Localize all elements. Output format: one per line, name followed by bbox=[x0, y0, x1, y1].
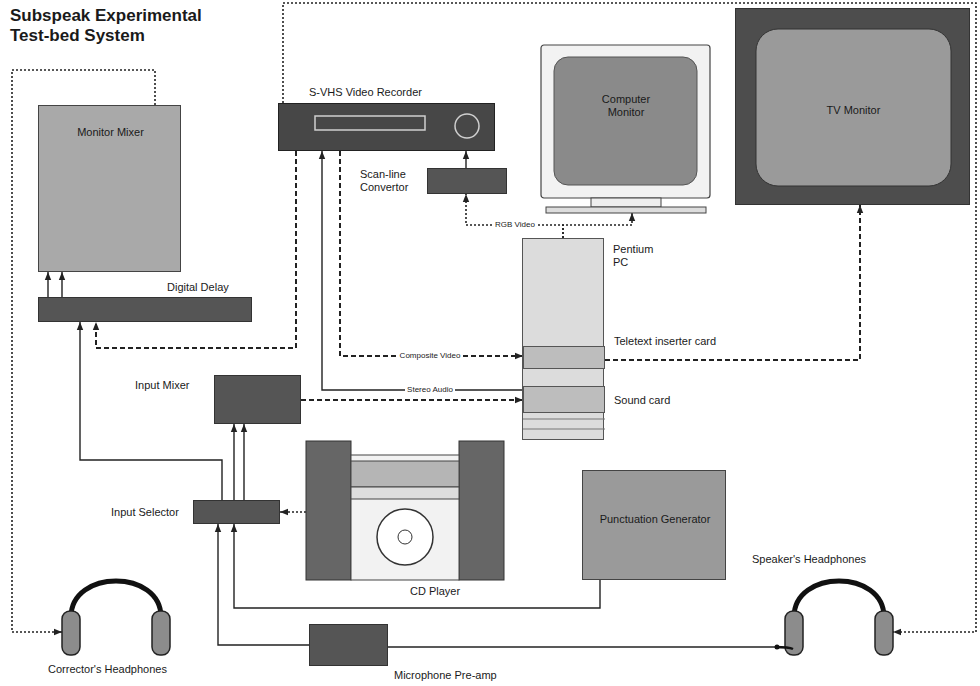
signal-connector bbox=[322, 151, 523, 390]
signal-connector bbox=[233, 424, 234, 500]
speaker-left bbox=[306, 441, 351, 580]
monitor-mixer-box: Monitor Mixer bbox=[38, 105, 181, 272]
signal-connector bbox=[61, 272, 62, 297]
signal-connector bbox=[280, 511, 306, 513]
headband bbox=[794, 581, 884, 617]
part-label: Input Mixer bbox=[135, 379, 220, 392]
tv-monitor: TV Monitor bbox=[735, 8, 970, 205]
part-label: Digital Delay bbox=[167, 281, 379, 294]
converter-box: Scan-line Convertor bbox=[427, 168, 507, 194]
ear-cup bbox=[62, 611, 80, 655]
node-label: Computer Monitor bbox=[586, 93, 666, 119]
signal-connector bbox=[218, 524, 309, 645]
signal-connector bbox=[466, 194, 563, 238]
node-label: Punctuation Generator bbox=[583, 513, 727, 526]
drive-bay-line bbox=[523, 419, 605, 420]
signal-label: Composite Video bbox=[398, 351, 463, 361]
node-label: Monitor Mixer bbox=[39, 126, 182, 139]
control-knob bbox=[455, 114, 479, 138]
part-label: Microphone Pre-amp bbox=[394, 669, 471, 682]
disc-hub bbox=[398, 530, 412, 544]
mic-capsule bbox=[775, 645, 780, 650]
ear-cup bbox=[152, 611, 170, 655]
edge-label-holder: RGB Video bbox=[493, 220, 537, 230]
signal-connector bbox=[243, 424, 244, 500]
monitor-frame bbox=[541, 45, 710, 198]
tuner-panel bbox=[351, 461, 459, 487]
sound-card: Sound card bbox=[523, 386, 605, 413]
signal-connector bbox=[47, 272, 48, 297]
signal-connector bbox=[301, 399, 523, 401]
speaker-headset: Speaker's Headphones bbox=[775, 575, 893, 670]
monitor-neck bbox=[591, 198, 661, 207]
input-mixer: Input Mixer bbox=[214, 375, 301, 424]
signal-connector bbox=[80, 322, 222, 500]
diagram-title: Subspeak Experimental Test-bed System bbox=[10, 6, 235, 46]
tape-panel bbox=[351, 487, 459, 499]
monitor-screen bbox=[554, 57, 697, 185]
cd-player: CD Player bbox=[306, 441, 504, 580]
signal-connector bbox=[465, 151, 466, 168]
edge-label-holder: Composite Video bbox=[398, 351, 463, 361]
part-label: Sound card bbox=[614, 394, 694, 407]
part-label: Speaker's Headphones bbox=[752, 553, 870, 566]
vcr-drawing bbox=[279, 104, 496, 152]
part-label: Teletext inserter card bbox=[614, 335, 694, 348]
computer-monitor: Computer Monitor bbox=[536, 45, 716, 213]
part-label: Pentium PC bbox=[613, 243, 665, 269]
signal-connector bbox=[605, 205, 860, 360]
pc-tower: Pentium PCTeletext inserter cardSound ca… bbox=[522, 238, 604, 440]
edge-label-holder: Stereo Audio bbox=[405, 385, 455, 395]
signal-connector bbox=[563, 213, 632, 238]
corrector-headphones: Corrector's Headphones bbox=[62, 575, 170, 660]
hp-drawing bbox=[62, 575, 170, 660]
part-label: Corrector's Headphones bbox=[48, 663, 156, 676]
headband bbox=[71, 581, 161, 617]
part-label: S-VHS Video Recorder bbox=[309, 86, 524, 99]
punctuation-generator: Punctuation Generator bbox=[582, 470, 726, 580]
part-label: Input Selector bbox=[111, 506, 196, 519]
delay-unit: Digital Delay bbox=[38, 297, 252, 322]
part-label: Scan-line Convertor bbox=[360, 168, 422, 194]
signal-connector bbox=[388, 646, 775, 647]
cd-drawing bbox=[306, 441, 504, 580]
drive-bay-line bbox=[523, 429, 605, 430]
hpmic-drawing bbox=[775, 575, 893, 670]
compact-disc bbox=[377, 509, 433, 565]
speaker-right bbox=[459, 441, 504, 580]
ear-cup bbox=[875, 611, 893, 655]
cmon-drawing bbox=[536, 45, 716, 213]
signal-label: Stereo Audio bbox=[405, 385, 455, 395]
part-label: CD Player bbox=[410, 585, 608, 598]
teletext-card: Teletext inserter card bbox=[523, 346, 605, 369]
signal-label: RGB Video bbox=[493, 220, 537, 230]
video-recorder: S-VHS Video Recorder bbox=[278, 103, 495, 151]
signal-connector bbox=[283, 3, 976, 632]
monitor-base bbox=[546, 207, 706, 213]
node-label: TV Monitor bbox=[736, 104, 971, 117]
mic-preamp: Microphone Pre-amp bbox=[309, 624, 388, 666]
display-window bbox=[315, 116, 425, 130]
player-body bbox=[351, 455, 459, 580]
signal-connector bbox=[340, 151, 523, 356]
input-selector: Input Selector bbox=[193, 500, 280, 524]
